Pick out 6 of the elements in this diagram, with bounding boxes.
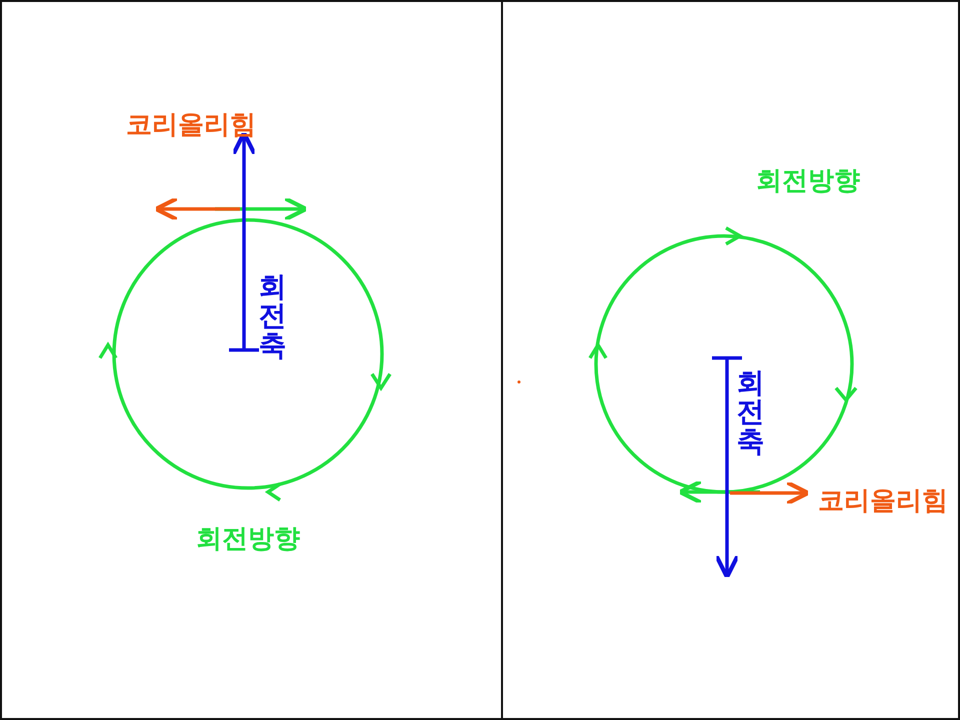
axis-label: 회전축 [258,272,288,360]
rotation-label: 회전방향 [756,168,860,196]
force-label: 코리올리힘 [818,488,948,516]
rotation-label: 회전방향 [196,526,300,554]
force-label: 코리올리힘 [126,112,256,140]
axis-label: 회전축 [736,368,766,456]
